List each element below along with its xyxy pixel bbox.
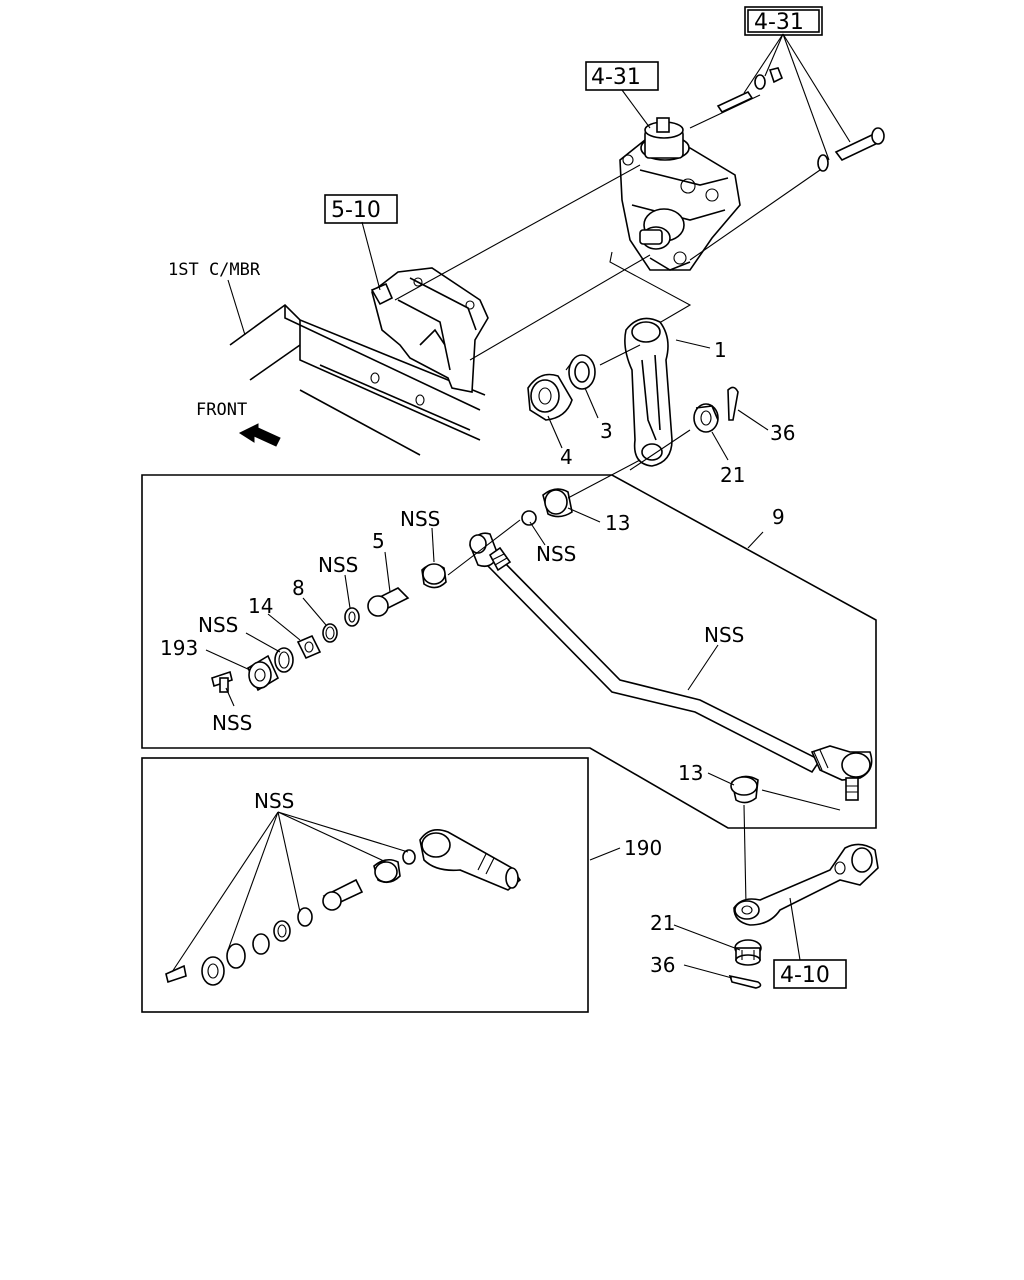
ref-4-31-label: 4-31 — [591, 65, 641, 90]
part-3-label: 3 — [600, 419, 613, 443]
leader-lines — [171, 33, 851, 979]
frame-crossmember — [229, 303, 486, 456]
cotter-pin-lower — [728, 974, 762, 989]
dust-boot-lower — [730, 775, 759, 804]
socket-parts — [211, 488, 573, 693]
part-13-label-lower: 13 — [678, 761, 703, 785]
pitman-arm — [599, 317, 673, 467]
nss-label-oring: NSS — [198, 613, 238, 637]
part-5-label: 5 — [372, 529, 385, 553]
ref-box-4-10: 4-10 — [773, 959, 847, 989]
steering-gear-box — [619, 117, 741, 271]
ref-4-10-label: 4-10 — [780, 963, 830, 988]
lock-washer — [565, 354, 596, 390]
ref-box-4-31: 4-31 — [585, 61, 659, 91]
nss-label-tube: NSS — [704, 623, 744, 647]
steering-gear-bracket — [370, 267, 489, 393]
steering-knuckle-arm — [733, 843, 879, 926]
nss-label-plug: NSS — [212, 711, 252, 735]
repair-kit-outline — [141, 757, 589, 1013]
nss-label-ring: NSS — [318, 553, 358, 577]
front-arrow-icon — [238, 423, 281, 447]
ref-box-5-10: 5-10 — [324, 194, 398, 224]
ref-4-31-top-label: 4-31 — [754, 10, 804, 35]
part-193-label: 193 — [160, 636, 198, 660]
front-label: FRONT — [196, 400, 247, 420]
part-8-label: 8 — [292, 576, 305, 600]
part-14-label: 14 — [248, 594, 273, 618]
ref-box-4-31-top: 4-31 — [744, 6, 823, 36]
repair-kit-parts — [165, 829, 522, 986]
ref-5-10-label: 5-10 — [331, 198, 381, 223]
part-21-label-lower: 21 — [650, 911, 675, 935]
part-9-label: 9 — [772, 505, 785, 529]
part-13-label-upper: 13 — [605, 511, 630, 535]
part-36-label-lower: 36 — [650, 953, 675, 977]
cotter-pin-upper — [727, 386, 739, 421]
crossmember-label: 1ST C/MBR — [168, 260, 261, 280]
castle-nut-upper — [693, 403, 719, 433]
nss-label-kit: NSS — [254, 789, 294, 813]
part-36-label-upper: 36 — [770, 421, 795, 445]
assembly-center-lines — [394, 94, 821, 361]
part-190-label: 190 — [624, 836, 662, 860]
part-1-label: 1 — [714, 338, 727, 362]
nss-label-socket: NSS — [400, 507, 440, 531]
pitman-arm-nut — [527, 373, 573, 421]
gear-mounting-hardware — [716, 67, 885, 172]
castle-nut-lower — [734, 939, 762, 966]
part-4-label: 4 — [560, 445, 573, 469]
part-21-label-upper: 21 — [720, 463, 745, 487]
drag-link-assembly-outline — [141, 474, 877, 829]
nss-label-washer: NSS — [536, 542, 576, 566]
drag-link-tube — [469, 532, 873, 801]
